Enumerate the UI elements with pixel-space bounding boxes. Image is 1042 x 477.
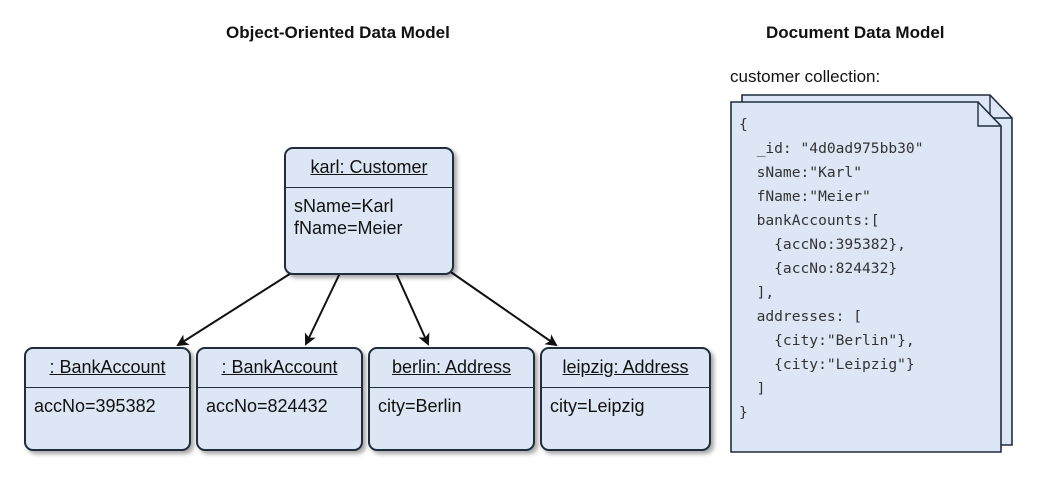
bankaccount-object-2-attr: accNo=824432 xyxy=(198,388,361,424)
document-line: {accNo:395382}, xyxy=(739,236,906,253)
customer-object-attributes: sName=Karl fName=Meier xyxy=(286,188,452,246)
leipzig-address-object: leipzig: Address city=Leipzig xyxy=(540,347,711,451)
bankaccount-object-2: : BankAccount accNo=824432 xyxy=(196,347,363,451)
berlin-address-object-title: berlin: Address xyxy=(370,349,533,388)
document-line: { xyxy=(739,116,748,133)
document-front-page xyxy=(730,101,1002,453)
arrow-to-bankaccount-2 xyxy=(304,272,341,346)
bankaccount-2-accno: accNo=824432 xyxy=(206,396,328,416)
bankaccount-1-accno: accNo=395382 xyxy=(34,396,156,416)
leipzig-address-object-attr: city=Leipzig xyxy=(542,388,709,424)
oo-model-heading: Object-Oriented Data Model xyxy=(226,23,450,42)
arrow-to-bankaccount-1 xyxy=(176,269,297,347)
bankaccount-object-2-title: : BankAccount xyxy=(198,349,361,388)
arrow-to-leipzig-address xyxy=(444,267,558,347)
document-model-heading: Document Data Model xyxy=(766,23,945,42)
document-line: sName:"Karl" xyxy=(739,164,863,181)
document-line: _id: "4d0ad975bb30" xyxy=(739,140,924,157)
document-line: } xyxy=(739,404,748,421)
leipzig-address-city: city=Leipzig xyxy=(550,396,645,416)
collection-caption: customer collection: xyxy=(730,67,881,86)
bankaccount-object-1: : BankAccount accNo=395382 xyxy=(24,347,191,451)
arrow-to-berlin-address xyxy=(395,272,430,346)
customer-object: karl: Customer sName=Karl fName=Meier xyxy=(284,147,454,275)
document-json-text: { _id: "4d0ad975bb30" sName:"Karl" fName… xyxy=(739,113,924,425)
document-line: {accNo:824432} xyxy=(739,260,898,277)
document-line: bankAccounts:[ xyxy=(739,212,880,229)
document-line: fName:"Meier" xyxy=(739,188,871,205)
bankaccount-object-1-attr: accNo=395382 xyxy=(26,388,189,424)
customer-attr-fname: fName=Meier xyxy=(294,218,403,238)
document-line: {city:"Berlin"}, xyxy=(739,332,915,349)
document-line: ] xyxy=(739,380,766,397)
bankaccount-object-1-title: : BankAccount xyxy=(26,349,189,388)
document-line: ], xyxy=(739,284,775,301)
customer-attr-sname: sName=Karl xyxy=(294,196,394,216)
document-line: addresses: [ xyxy=(739,308,863,325)
berlin-address-object-attr: city=Berlin xyxy=(370,388,533,424)
customer-object-title: karl: Customer xyxy=(286,149,452,188)
berlin-address-city: city=Berlin xyxy=(378,396,462,416)
berlin-address-object: berlin: Address city=Berlin xyxy=(368,347,535,451)
leipzig-address-object-title: leipzig: Address xyxy=(542,349,709,388)
document-line: {city:"Leipzig"} xyxy=(739,356,915,373)
